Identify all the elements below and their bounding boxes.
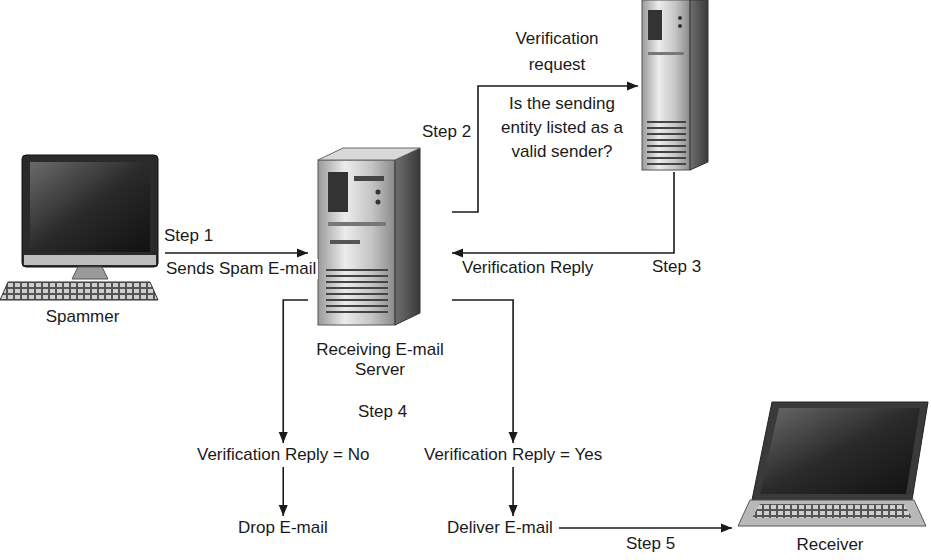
arrow-head bbox=[452, 249, 463, 258]
connector-line bbox=[559, 527, 732, 529]
action-box: Deliver E-mail bbox=[441, 516, 559, 540]
result-box: Verification Reply = No bbox=[191, 443, 375, 467]
node-text: Is the sending entity listed as a valid … bbox=[488, 92, 636, 164]
step-label: Step 3 bbox=[650, 257, 703, 277]
step-label: Step 5 bbox=[624, 534, 677, 554]
node-text: Verification Reply = Yes bbox=[424, 445, 602, 465]
node-text: Verification request bbox=[486, 26, 628, 78]
connector-line bbox=[452, 172, 674, 253]
connector-arrow bbox=[279, 300, 308, 443]
arrow-head bbox=[627, 82, 638, 91]
connector-arrow bbox=[509, 467, 518, 516]
edge-label: Verification Reply bbox=[460, 258, 595, 278]
edge-label: Sends Spam E-mail bbox=[164, 259, 318, 279]
connector-arrow bbox=[452, 172, 674, 258]
arrow-head bbox=[509, 432, 518, 443]
arrow-head bbox=[721, 524, 732, 533]
connector-arrow bbox=[452, 82, 638, 213]
arrow-head bbox=[297, 249, 308, 258]
connector-line bbox=[452, 300, 513, 443]
connector-line bbox=[165, 252, 308, 254]
node-text: Receiving E-mail Server bbox=[308, 340, 452, 380]
receiver-laptop bbox=[738, 402, 928, 526]
step-label: Step 1 bbox=[162, 226, 215, 246]
verification-server bbox=[642, 0, 708, 170]
connector-arrow bbox=[279, 467, 288, 516]
server-node: Receiving E-mail Server bbox=[308, 145, 452, 383]
node-text: Spammer bbox=[46, 307, 120, 327]
node-text: Deliver E-mail bbox=[447, 518, 553, 538]
node-text: Verification Reply = No bbox=[197, 445, 369, 465]
verification-server-node: Verification requestIs the sending entit… bbox=[638, 0, 710, 172]
node-text: Receiver bbox=[796, 535, 863, 555]
laptop-node: Receiver bbox=[732, 398, 928, 558]
spammer-computer bbox=[0, 155, 158, 300]
arrow-head bbox=[509, 505, 518, 516]
receiving-server bbox=[318, 148, 420, 325]
computer-node: Spammer bbox=[0, 150, 165, 330]
node-text: Drop E-mail bbox=[238, 518, 328, 538]
arrow-head bbox=[279, 432, 288, 443]
action-box: Drop E-mail bbox=[232, 516, 334, 540]
connector-line bbox=[452, 86, 638, 212]
step-label: Step 4 bbox=[356, 402, 409, 422]
result-box: Verification Reply = Yes bbox=[418, 443, 608, 467]
arrow-head bbox=[279, 505, 288, 516]
connector-arrow bbox=[165, 249, 308, 258]
connector-line bbox=[283, 300, 308, 443]
step-label: Step 2 bbox=[420, 122, 473, 142]
connector-arrow bbox=[559, 524, 732, 533]
connector-arrow bbox=[452, 300, 518, 443]
